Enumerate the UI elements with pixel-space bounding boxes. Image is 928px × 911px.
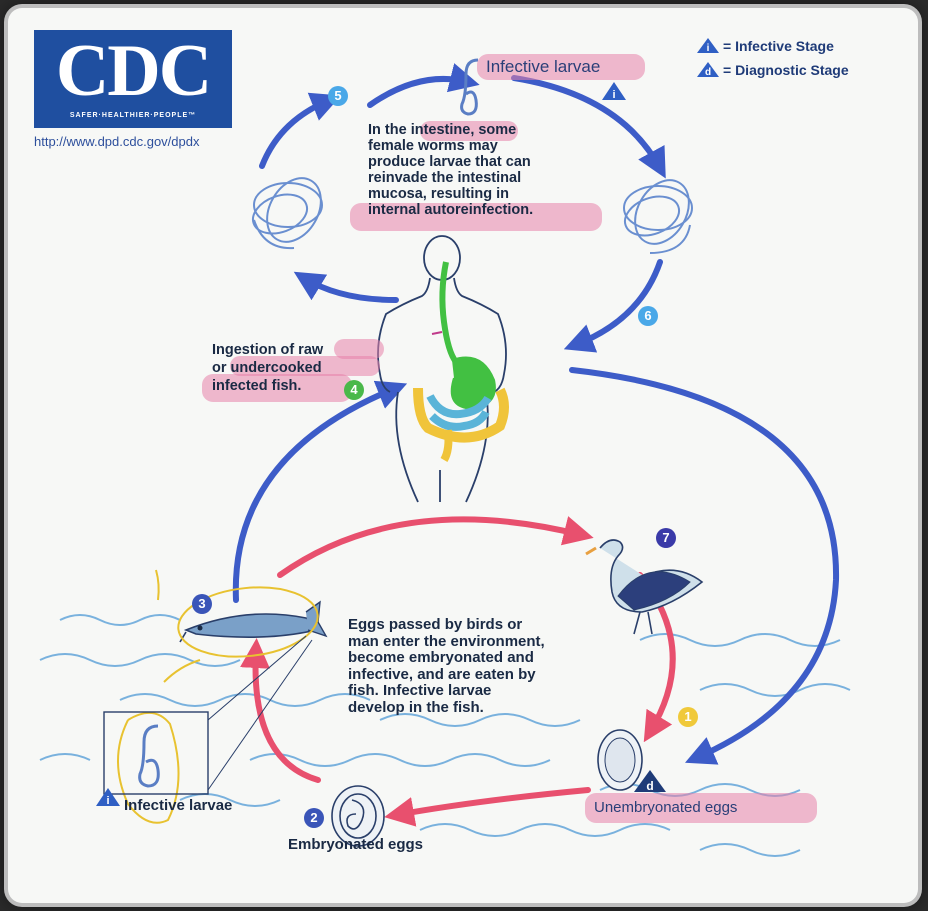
- step-badge-5: 5: [328, 86, 348, 106]
- svg-text:i: i: [612, 89, 615, 101]
- diagram-frame: CDC SAFER·HEALTHIER·PEOPLE™ http://www.d…: [8, 8, 918, 903]
- infective-stage-marker-top: i: [602, 82, 626, 101]
- eggs-description: Eggs passed by birds or man enter the en…: [348, 616, 545, 716]
- coiled-larva-left-icon: [251, 177, 323, 250]
- legend-infective-text: = Infective Stage: [723, 38, 834, 54]
- step-badge-6: 6: [638, 306, 658, 326]
- highlight-autoreinfection: [350, 203, 602, 231]
- cdc-logo: CDC SAFER·HEALTHIER·PEOPLE™: [34, 30, 232, 128]
- lifecycle-artwork: i i d: [39, 58, 851, 857]
- embryonated-egg-icon: [331, 785, 385, 847]
- unembryonated-egg-icon: [597, 729, 643, 791]
- lower-cycle-arrows: [232, 367, 840, 765]
- lifecycle-scene: CDC SAFER·HEALTHIER·PEOPLE™ http://www.d…: [8, 8, 918, 903]
- environment-cycle-arrows: [240, 516, 676, 827]
- legend-diagnostic: d = Diagnostic Stage: [697, 62, 849, 78]
- larva-inset-box: [103, 711, 209, 795]
- larva-bottom-icon: [138, 724, 160, 788]
- highlight-infective-larvae-top: [477, 54, 645, 80]
- label-embryonated-eggs: Embryonated eggs: [288, 836, 424, 853]
- svg-text:i: i: [707, 43, 710, 53]
- highlight-raw: [334, 339, 384, 359]
- intestine-description: In the intestine, some female worms may …: [368, 122, 534, 218]
- ingestion-description: Ingestion of raw or undercooked infected…: [212, 342, 324, 394]
- svg-text:d: d: [705, 67, 711, 77]
- logo-text: CDC: [55, 30, 212, 112]
- upper-cycle-arrows: [259, 63, 666, 353]
- step-badge-3: 3: [192, 594, 212, 614]
- label-infective-larvae-top: Infective larvae: [486, 57, 601, 76]
- step-badge-1: 1: [678, 707, 698, 727]
- step-badge-4: 4: [344, 380, 364, 400]
- highlight-undercooked: [230, 356, 380, 376]
- svg-text:i: i: [106, 795, 109, 807]
- label-infective-larvae-bottom: Infective larvae: [124, 797, 233, 814]
- inset-leader-lines: [207, 635, 313, 791]
- step-badge-7: 7: [656, 528, 676, 548]
- coiled-larva-right-icon: [623, 179, 693, 254]
- highlight-unembryonated: [585, 793, 817, 823]
- infective-stage-icon: i: [697, 38, 719, 53]
- hand-annotations: [117, 569, 319, 824]
- source-url: http://www.dpd.cdc.gov/dpdx: [34, 134, 200, 149]
- highlight-intestine: [420, 121, 518, 141]
- diagnostic-stage-icon: d: [697, 62, 719, 77]
- bird-icon: [585, 539, 704, 635]
- logo-tagline: SAFER·HEALTHIER·PEOPLE™: [69, 112, 197, 119]
- legend-infective: i = Infective Stage: [697, 38, 834, 54]
- highlight-infected-fish: [202, 374, 352, 402]
- infective-stage-marker-bottom: i: [96, 788, 120, 807]
- legend-diagnostic-text: = Diagnostic Stage: [723, 62, 849, 78]
- svg-text:d: d: [646, 779, 653, 793]
- label-unembryonated-eggs: Unembryonated eggs: [594, 799, 738, 816]
- tiny-dash: [431, 331, 443, 335]
- digestive-tract-icon: [413, 261, 509, 463]
- diagnostic-stage-marker: d: [634, 770, 666, 793]
- step-badge-2: 2: [304, 808, 324, 828]
- larva-top-icon: [460, 58, 479, 116]
